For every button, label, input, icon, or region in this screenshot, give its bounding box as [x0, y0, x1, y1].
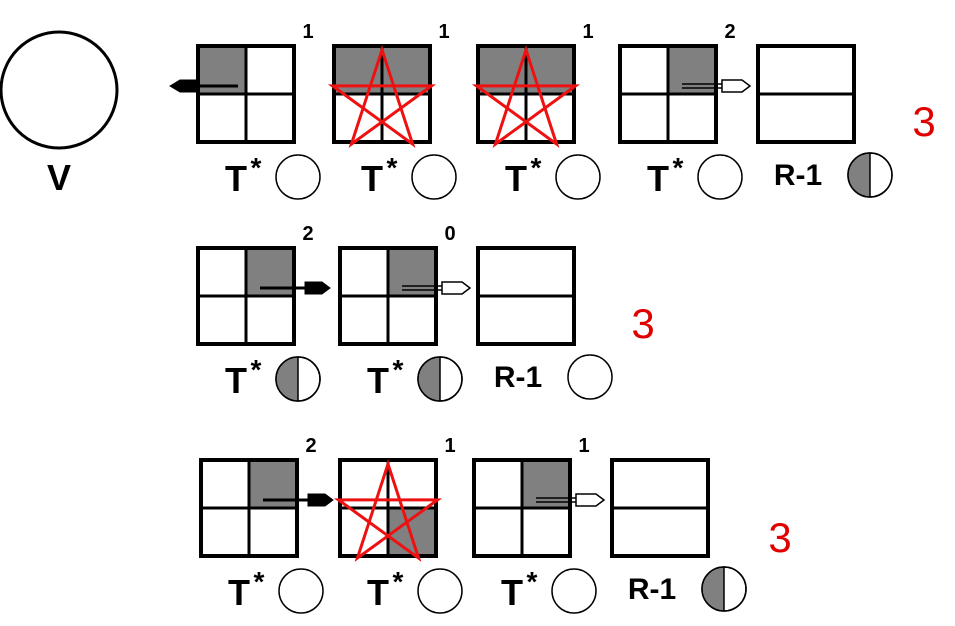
row-score: 3 — [912, 98, 935, 145]
half-fill — [418, 357, 440, 401]
black-pointer-icon — [169, 79, 199, 93]
cell-label-sup: * — [673, 152, 684, 183]
half-outline — [847, 152, 893, 198]
cell-label: T — [367, 360, 389, 401]
cell-1-4: 2T* — [618, 21, 752, 200]
state-circle-icon — [555, 154, 601, 200]
cell-label: T — [367, 572, 389, 613]
cell-count: 1 — [444, 435, 455, 457]
cell-label-sup: * — [531, 152, 542, 183]
cell-count: 0 — [444, 223, 455, 245]
state-circle-icon — [275, 154, 321, 200]
black-pointer-icon — [307, 493, 334, 507]
grid-frame — [196, 44, 296, 144]
cell-label: T — [225, 360, 247, 401]
cell-label-sup: * — [393, 354, 404, 385]
legend-circle-label: V — [47, 157, 71, 198]
cell-1-1: 1T* — [169, 21, 321, 200]
grid-frame — [338, 246, 438, 346]
cell-1-3: 1T* — [471, 21, 601, 200]
star-icon — [471, 45, 581, 149]
row-1: 1T*1T*1T*2T*R-13 — [169, 21, 936, 200]
half-fill — [702, 567, 724, 611]
star-icon — [333, 459, 443, 563]
cell-label: T — [228, 572, 250, 613]
half-outline — [701, 566, 747, 612]
state-circle-icon — [278, 568, 324, 614]
grid-frame — [199, 458, 299, 558]
black-pointer-icon — [304, 281, 331, 295]
shaded-quadrant — [388, 248, 436, 296]
cell-1-2: 1T* — [327, 21, 457, 200]
half-fill — [848, 153, 870, 197]
cell-1-5: R-1 — [756, 44, 893, 198]
row-score: 3 — [631, 300, 654, 347]
cell-label: T — [647, 158, 669, 199]
state-circle-icon — [697, 154, 743, 200]
cell-label-sup: * — [393, 566, 404, 597]
shaded-quadrant — [522, 460, 570, 508]
cell-3-4: R-1 — [610, 458, 747, 612]
row-2: 2T*0T*R-13 — [196, 223, 655, 402]
cell-label-sup: * — [251, 354, 262, 385]
star-icon — [327, 45, 437, 149]
cell-3-1: 2T* — [199, 435, 334, 614]
cell-2-3: R-1 — [476, 246, 613, 400]
state-circle-icon — [567, 354, 613, 400]
state-circle-icon — [417, 568, 463, 614]
cell-count: 1 — [302, 21, 313, 43]
cell-count: 1 — [438, 21, 449, 43]
half-outline — [275, 356, 321, 402]
shaded-quadrant — [668, 46, 716, 94]
cell-label-sup: * — [254, 566, 265, 597]
grid-frame — [196, 246, 296, 346]
cell-label: T — [501, 572, 523, 613]
result-label: R-1 — [774, 159, 822, 192]
white-pointer-icon — [721, 79, 752, 93]
row-3: 2T*1T*1T*R-13 — [199, 435, 792, 614]
result-label: R-1 — [494, 361, 542, 394]
cell-label: T — [505, 158, 527, 199]
cell-count: 1 — [578, 435, 589, 457]
legend-circle — [0, 30, 119, 150]
cell-2-2: 0T* — [338, 223, 472, 402]
half-outline — [417, 356, 463, 402]
white-pointer-icon — [575, 493, 606, 507]
cell-label: T — [225, 158, 247, 199]
cell-label-sup: * — [251, 152, 262, 183]
cell-label: T — [361, 158, 383, 199]
cell-count: 2 — [302, 223, 313, 245]
grid-frame — [472, 458, 572, 558]
cell-label-sup: * — [387, 152, 398, 183]
row-score: 3 — [768, 514, 791, 561]
cell-count: 1 — [582, 21, 593, 43]
result-label: R-1 — [628, 573, 676, 606]
shaded-quadrant — [388, 508, 436, 556]
white-pointer-icon — [441, 281, 472, 295]
state-circle-icon — [411, 154, 457, 200]
legend: V — [0, 30, 119, 198]
cell-2-1: 2T* — [196, 223, 331, 402]
cell-label-sup: * — [527, 566, 538, 597]
half-fill — [276, 357, 298, 401]
grid-frame — [618, 44, 718, 144]
cell-count: 2 — [305, 435, 316, 457]
state-circle-icon — [551, 568, 597, 614]
cell-count: 2 — [724, 21, 735, 43]
cell-3-2: 1T* — [333, 435, 463, 614]
cell-3-3: 1T* — [472, 435, 606, 614]
